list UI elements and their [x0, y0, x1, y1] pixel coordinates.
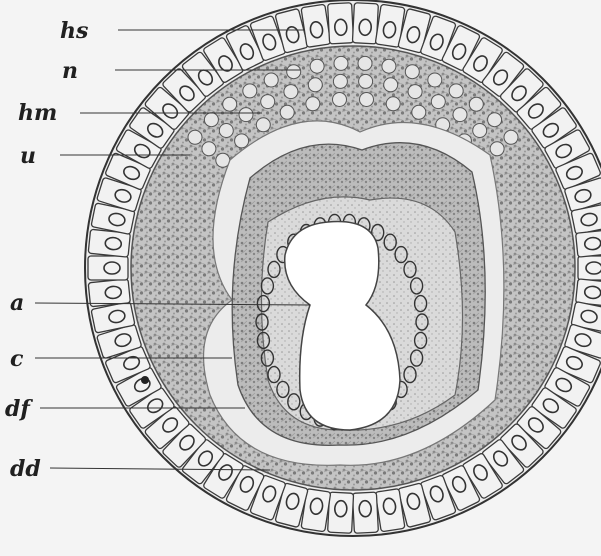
neural-cell	[239, 108, 253, 122]
label-c: c	[10, 346, 24, 372]
neural-cell	[473, 124, 487, 138]
neural-cell	[223, 97, 237, 111]
neural-cell	[243, 84, 257, 98]
neural-cell	[359, 74, 373, 88]
label-dd: dd	[10, 456, 41, 482]
neural-cell	[334, 56, 348, 70]
outer-cell	[576, 229, 601, 257]
neural-cell	[287, 65, 301, 79]
dark-spot	[141, 376, 149, 384]
neural-cell	[280, 105, 294, 119]
neural-cell	[382, 59, 396, 73]
neural-cell	[453, 108, 467, 122]
neural-cell	[333, 93, 347, 107]
label-u: u	[20, 143, 36, 169]
neural-cell	[264, 73, 278, 87]
neural-cell	[431, 95, 445, 109]
outer-cell	[301, 4, 331, 47]
outer-cell	[375, 489, 405, 532]
neural-cell	[219, 124, 233, 138]
label-df: df	[5, 396, 33, 422]
neural-cell	[306, 97, 320, 111]
neural-cell	[261, 95, 275, 109]
neural-cell	[256, 118, 270, 132]
neural-cell	[408, 85, 422, 99]
outer-cell	[352, 3, 378, 44]
neural-cell	[358, 56, 372, 70]
outer-cell	[88, 279, 130, 307]
neural-cell	[504, 130, 518, 144]
neural-cell	[235, 134, 249, 148]
neural-cell	[449, 84, 463, 98]
label-a: a	[10, 290, 24, 316]
neural-cell	[490, 142, 504, 156]
label-hs: hs	[60, 18, 88, 44]
neural-cell	[333, 74, 347, 88]
neural-cell	[360, 93, 374, 107]
neural-cell	[204, 113, 218, 127]
neural-cell	[202, 142, 216, 156]
neural-cell	[428, 73, 442, 87]
label-n: n	[62, 58, 78, 84]
neural-cell	[469, 97, 483, 111]
outer-cell	[88, 256, 128, 280]
outer-cell	[578, 256, 601, 280]
neural-cell	[384, 78, 398, 92]
neural-cell	[386, 97, 400, 111]
neural-cell	[405, 65, 419, 79]
outer-cell	[328, 492, 354, 533]
label-hm: hm	[18, 100, 57, 126]
neural-cell	[412, 105, 426, 119]
outer-cell	[352, 492, 378, 533]
neural-cell	[188, 130, 202, 144]
neural-cell	[308, 78, 322, 92]
neural-cell	[488, 113, 502, 127]
neural-cell	[310, 59, 324, 73]
neural-cell	[284, 85, 298, 99]
outer-cell	[328, 3, 354, 44]
